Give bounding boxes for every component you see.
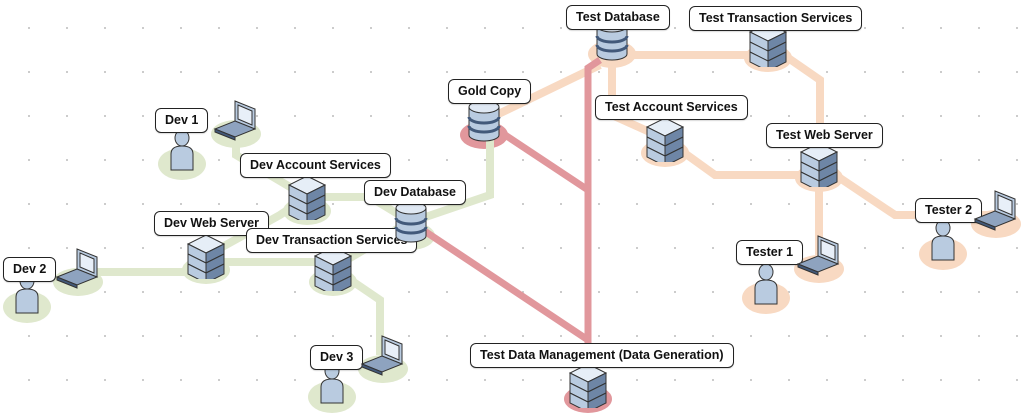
tester1-label: Tester 1	[736, 240, 804, 265]
server-icon[interactable]	[799, 141, 839, 192]
server-icon[interactable]	[186, 233, 226, 284]
test-db-label: Test Database	[566, 5, 670, 30]
link-gold-copy-to-tdm[interactable]	[482, 118, 590, 193]
gold-copy-label: Gold Copy	[448, 79, 532, 104]
tester2-label: Tester 2	[915, 198, 983, 223]
user-icon[interactable]	[12, 271, 42, 320]
laptop-icon[interactable]	[796, 234, 842, 281]
tdm-label: Test Data Management (Data Generation)	[470, 343, 734, 368]
server-icon[interactable]	[287, 174, 327, 225]
laptop-icon[interactable]	[55, 247, 101, 294]
laptop-icon[interactable]	[973, 189, 1019, 236]
dev-web-label: Dev Web Server	[154, 211, 269, 236]
user-icon[interactable]	[928, 218, 958, 267]
dev2-label: Dev 2	[3, 257, 57, 282]
dev-transaction-label: Dev Transaction Services	[246, 228, 418, 253]
dev-account-label: Dev Account Services	[240, 153, 391, 178]
test-transaction-label: Test Transaction Services	[689, 6, 863, 31]
server-icon[interactable]	[645, 116, 685, 167]
laptop-icon[interactable]	[360, 334, 406, 381]
link-dev-db-to-gold-copy[interactable]	[409, 130, 494, 226]
test-account-label: Test Account Services	[595, 95, 748, 120]
test-web-label: Test Web Server	[766, 123, 883, 148]
dev3-label: Dev 3	[310, 345, 364, 370]
link-gold-copy-to-test-db[interactable]	[482, 61, 602, 125]
database-icon[interactable]	[466, 99, 502, 148]
user-icon[interactable]	[751, 262, 781, 311]
dev-db-label: Dev Database	[364, 180, 466, 205]
link-dev-db-to-tdm[interactable]	[409, 219, 590, 343]
user-icon[interactable]	[167, 128, 197, 177]
server-icon[interactable]	[568, 362, 608, 413]
link-test-db-to-tdm[interactable]	[584, 57, 602, 385]
laptop-icon[interactable]	[213, 99, 259, 146]
dev1-label: Dev 1	[155, 108, 209, 133]
database-icon[interactable]	[393, 200, 429, 249]
